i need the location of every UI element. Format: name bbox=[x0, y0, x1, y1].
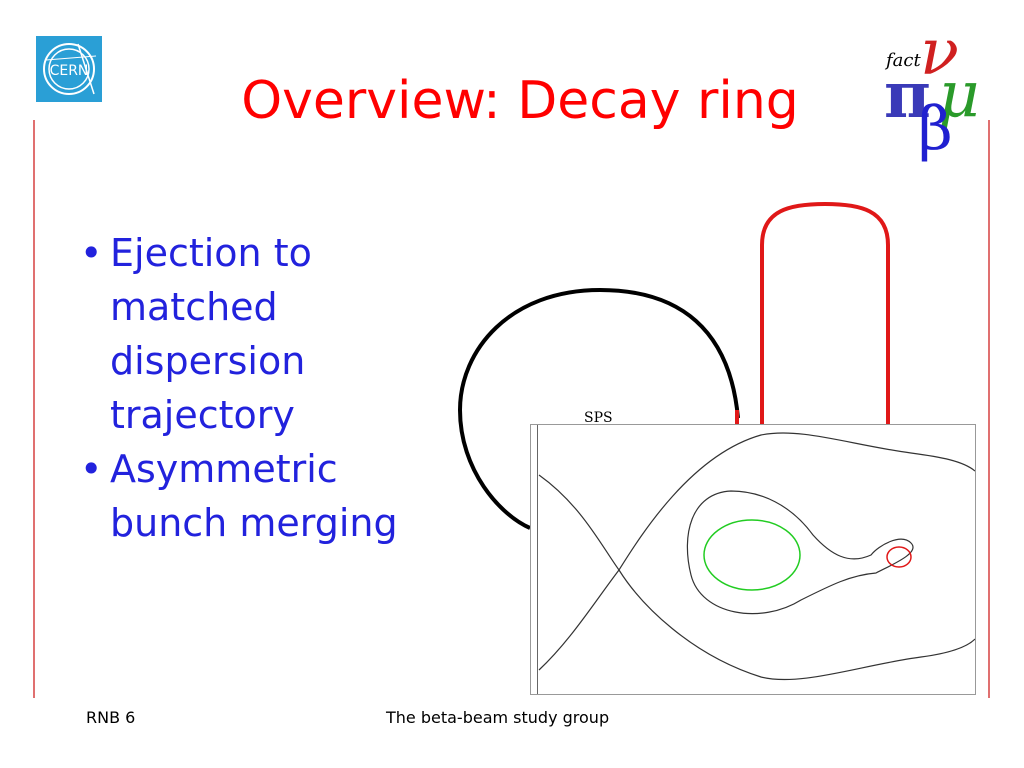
sps-ring bbox=[457, 287, 740, 530]
bullet-text: Asymmetric bunch merging bbox=[110, 447, 398, 545]
separatrix-lower bbox=[538, 474, 976, 681]
bullet-dot: • bbox=[80, 447, 103, 491]
bullet-item: • Asymmetric bunch merging bbox=[80, 442, 440, 550]
logo-nu-glyph: ν bbox=[920, 16, 959, 90]
bullet-dot: • bbox=[80, 231, 103, 275]
right-border-line bbox=[988, 120, 990, 698]
phase-space-graphic bbox=[538, 432, 976, 681]
logo-pi-glyph: π bbox=[884, 58, 931, 133]
green-beam-contour bbox=[703, 519, 801, 591]
decay-ring-diagram bbox=[457, 201, 890, 530]
logo-mu-glyph: μ bbox=[938, 58, 980, 132]
cern-logo: CERN bbox=[36, 36, 102, 102]
bucket-contour bbox=[686, 490, 914, 615]
decay-ring-racetrack bbox=[760, 201, 890, 430]
logo-fact-text: fact bbox=[886, 50, 921, 71]
left-border-line bbox=[33, 120, 35, 698]
footer-group-name: The beta-beam study group bbox=[386, 708, 610, 727]
bullet-item: • Ejection to matched dispersion traject… bbox=[80, 226, 440, 442]
bullet-text: Ejection to matched dispersion trajector… bbox=[110, 231, 312, 437]
cern-logo-graphic: CERN bbox=[43, 43, 97, 95]
logo-beta-glyph: β bbox=[918, 94, 953, 164]
footer-slide-number: RNB 6 bbox=[86, 708, 136, 727]
separatrix-upper bbox=[538, 432, 976, 671]
bullet-list: • Ejection to matched dispersion traject… bbox=[80, 226, 440, 550]
cern-logo-text: CERN bbox=[50, 63, 89, 79]
phase-space-plot bbox=[530, 424, 976, 695]
slide-title: Overview: Decay ring bbox=[241, 71, 799, 131]
sps-label: SPS bbox=[584, 410, 613, 426]
red-beam-contour bbox=[886, 546, 912, 568]
beta-beam-logo: ν μ π fact β bbox=[880, 16, 990, 164]
